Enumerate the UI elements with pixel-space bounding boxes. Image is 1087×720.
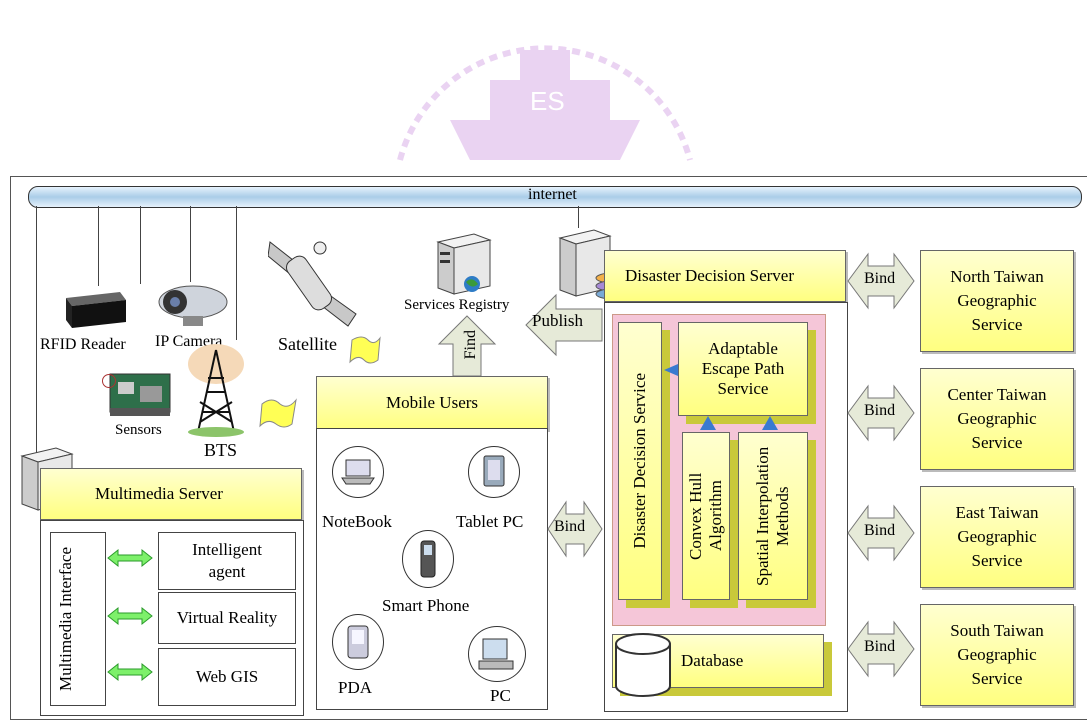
convex-hull-box: Convex Hull Algorithm <box>682 432 730 600</box>
pda-icon <box>332 614 384 670</box>
pda-label: PDA <box>338 678 373 697</box>
north-taiwan-label: North Taiwan Geographic Service <box>950 267 1044 334</box>
internet-label: internet <box>528 186 577 203</box>
watermark-logo: ES <box>397 45 693 161</box>
bind-label: Bind <box>864 270 896 287</box>
bind-arrow <box>847 504 915 562</box>
drop-line <box>578 206 579 228</box>
publish-arrow <box>525 293 603 357</box>
tablet-pc-label: Tablet PC <box>456 512 524 531</box>
spatial-interpolation-box: Spatial Interpolation Methods <box>738 432 808 600</box>
bind-label: Bind <box>864 638 896 655</box>
wireless-signal-icon <box>259 398 297 428</box>
escape-path-service: Adaptable Escape Path Service <box>678 322 808 416</box>
find-label: Find <box>462 330 479 360</box>
east-taiwan-label: East Taiwan Geographic Service <box>955 503 1039 570</box>
internet-bus <box>28 186 1082 208</box>
mobile-users-header: Mobile Users <box>316 376 548 430</box>
double-arrow-icon <box>107 606 153 626</box>
decision-server-label: Disaster Decision Server <box>625 266 795 285</box>
drop-line <box>190 206 191 282</box>
east-taiwan-service: East Taiwan Geographic Service <box>920 486 1074 588</box>
satellite-icon <box>268 241 357 327</box>
south-taiwan-label: South Taiwan Geographic Service <box>950 621 1044 688</box>
web-gis-box: Web GIS <box>158 648 296 706</box>
tablet-pc-icon <box>468 446 520 498</box>
spatial-interpolation-label: Spatial Interpolation Methods <box>753 446 792 586</box>
notebook-icon <box>332 446 384 498</box>
registry-label: Services Registry <box>404 297 510 313</box>
multimedia-interface-label: Multimedia Interface <box>56 547 75 691</box>
bind-arrow <box>847 384 915 442</box>
drop-line <box>36 206 37 458</box>
south-taiwan-service: South Taiwan Geographic Service <box>920 604 1074 706</box>
sensor-wire <box>102 374 116 388</box>
wireless-signal-icon <box>349 336 381 364</box>
double-arrow-icon <box>107 662 153 682</box>
virtual-reality-label: Virtual Reality <box>176 608 278 627</box>
center-taiwan-service: Center Taiwan Geographic Service <box>920 368 1074 470</box>
multimedia-server-label: Multimedia Server <box>95 484 223 503</box>
bind-arrow <box>847 252 915 310</box>
database-label: Database <box>681 651 744 670</box>
rfid-label: RFID Reader <box>40 336 126 353</box>
drop-line <box>236 206 237 340</box>
disaster-decision-service: Disaster Decision Service <box>618 322 662 600</box>
bind-arrow <box>547 500 603 558</box>
web-gis-label: Web GIS <box>195 667 259 686</box>
pc-label: PC <box>490 686 511 705</box>
bind-label: Bind <box>864 402 896 419</box>
virtual-reality-box: Virtual Reality <box>158 592 296 644</box>
arrow-up-icon <box>762 416 778 430</box>
disaster-decision-service-label: Disaster Decision Service <box>630 373 649 549</box>
decision-server-header: Disaster Decision Server <box>604 250 846 302</box>
registry-server-icon <box>436 233 492 295</box>
arrow-left-icon <box>664 364 678 376</box>
pc-icon <box>468 626 526 682</box>
convex-hull-label: Convex Hull Algorithm <box>686 472 725 560</box>
smart-phone-icon <box>402 530 454 588</box>
bts-tower-icon <box>188 344 244 437</box>
north-taiwan-service: North Taiwan Geographic Service <box>920 250 1074 352</box>
center-taiwan-label: Center Taiwan Geographic Service <box>947 385 1047 452</box>
intelligent-agent-box: Intelligent agent <box>158 532 296 590</box>
sensors-label: Sensors <box>115 422 162 438</box>
bind-label: Bind <box>554 518 586 535</box>
svg-text:ES: ES <box>530 86 565 116</box>
multimedia-interface-box: Multimedia Interface <box>50 532 106 706</box>
arrow-up-icon <box>700 416 716 430</box>
drop-line <box>140 206 141 284</box>
double-arrow-icon <box>107 548 153 568</box>
escape-path-label: Adaptable Escape Path Service <box>701 339 785 398</box>
notebook-label: NoteBook <box>322 512 392 531</box>
mobile-users-label: Mobile Users <box>385 393 479 412</box>
sensors-icon <box>109 373 171 416</box>
smart-phone-label: Smart Phone <box>382 596 470 615</box>
rfid-reader-icon <box>66 292 126 328</box>
ip-camera-icon <box>158 285 228 326</box>
database-cylinder-icon <box>615 633 671 697</box>
bind-label: Bind <box>864 522 896 539</box>
bind-arrow <box>847 620 915 678</box>
satellite-label: Satellite <box>278 334 337 354</box>
multimedia-server-header: Multimedia Server <box>40 468 302 520</box>
intelligent-agent-label: Intelligent agent <box>192 540 262 581</box>
publish-label: Publish <box>532 311 584 330</box>
drop-line <box>98 206 99 286</box>
bts-label: BTS <box>204 440 238 460</box>
